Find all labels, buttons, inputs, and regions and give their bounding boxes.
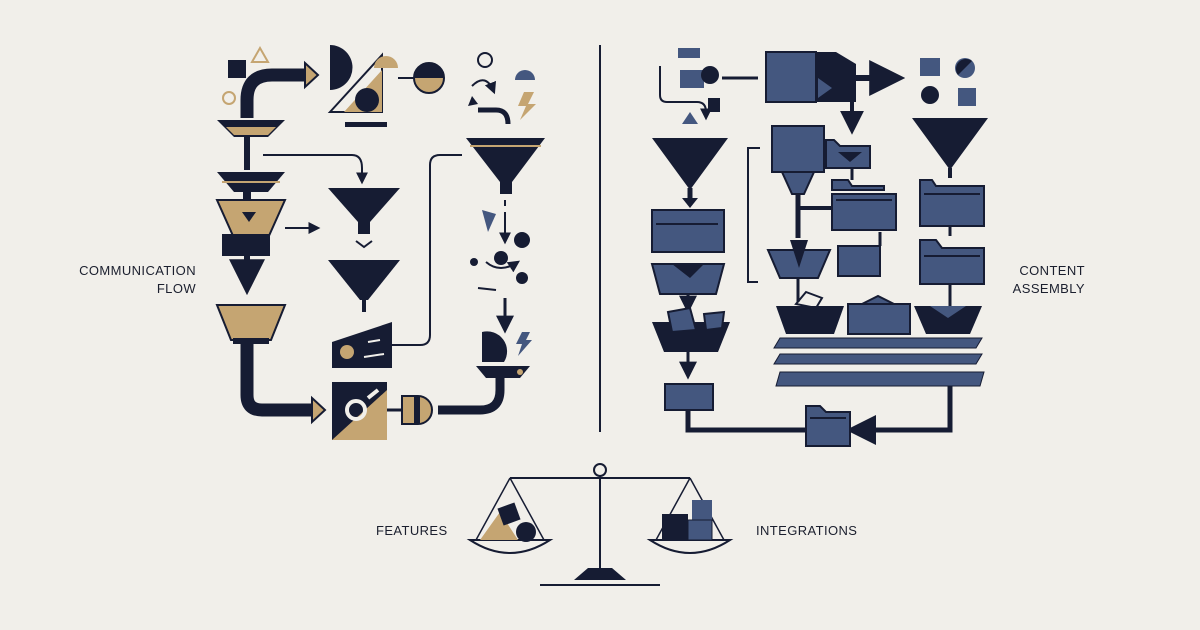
integrations-label: INTEGRATIONS <box>756 523 858 538</box>
box-icon <box>651 209 725 253</box>
circle-icon <box>921 86 939 104</box>
funnel-icon <box>328 188 400 222</box>
content-assembly-label-line1: CONTENT <box>1019 263 1085 278</box>
square-icon <box>958 88 976 106</box>
connector-icon <box>311 395 327 425</box>
half-circle-icon <box>374 56 398 68</box>
layer-bar <box>773 353 983 365</box>
communication-flow-diagram <box>215 45 545 440</box>
content-assembly-label-line2: ASSEMBLY <box>1012 281 1085 296</box>
communication-flow-label: COMMUNICATION FLOW <box>40 262 196 298</box>
box-icon <box>680 70 704 88</box>
square-icon <box>497 502 521 526</box>
communication-flow-label-line1: COMMUNICATION <box>79 263 196 278</box>
tray-icon <box>847 303 911 335</box>
box-icon <box>678 48 700 58</box>
triangle-icon <box>482 210 496 232</box>
pipe-icon <box>438 378 505 415</box>
communication-flow-label-line2: FLOW <box>156 281 196 296</box>
funnel-icon <box>912 118 988 170</box>
megaphone-icon <box>332 154 462 368</box>
layer-bar <box>773 337 983 349</box>
triangle-icon <box>682 112 698 124</box>
half-circle-icon <box>515 70 535 80</box>
lightning-icon <box>518 92 536 120</box>
funnel-icon <box>215 304 287 341</box>
funnel-icon <box>328 260 400 300</box>
folder-icon <box>831 179 885 191</box>
circle-icon <box>701 66 719 84</box>
triangle-icon <box>250 45 270 63</box>
funnel-icon <box>466 138 545 182</box>
content-assembly-diagram <box>650 48 988 447</box>
box-icon <box>664 383 714 411</box>
triangle-icon <box>480 512 518 540</box>
funnel-icon <box>652 138 728 190</box>
features-label: FEATURES <box>376 523 448 538</box>
scale-icon <box>466 463 734 586</box>
box-icon <box>771 125 825 173</box>
box-icon <box>332 382 387 440</box>
folder-icon <box>919 239 985 285</box>
connector-icon <box>304 60 320 90</box>
arrow-icon <box>263 154 368 185</box>
tray-icon <box>914 306 982 334</box>
cube-icon <box>765 51 906 103</box>
square-icon <box>920 58 940 76</box>
folder-icon <box>919 179 985 227</box>
box-icon <box>662 514 688 540</box>
box-icon <box>687 519 713 541</box>
box-icon <box>837 245 881 277</box>
circle-icon <box>477 52 493 68</box>
pipe-icon <box>240 68 305 118</box>
arrow-icon <box>471 79 497 95</box>
circle-icon <box>516 522 536 542</box>
layer-bar <box>775 371 985 387</box>
circle-icon <box>355 88 379 112</box>
circle-icon <box>222 91 236 105</box>
folder-icon <box>805 405 851 447</box>
lightning-icon <box>516 332 532 356</box>
box-icon <box>692 500 712 520</box>
half-circle-icon <box>330 45 353 90</box>
square-icon <box>228 60 246 78</box>
content-assembly-label: CONTENT ASSEMBLY <box>970 262 1085 298</box>
tray-icon <box>776 306 844 334</box>
half-arch-icon <box>478 107 511 125</box>
pipe-icon <box>240 340 312 417</box>
